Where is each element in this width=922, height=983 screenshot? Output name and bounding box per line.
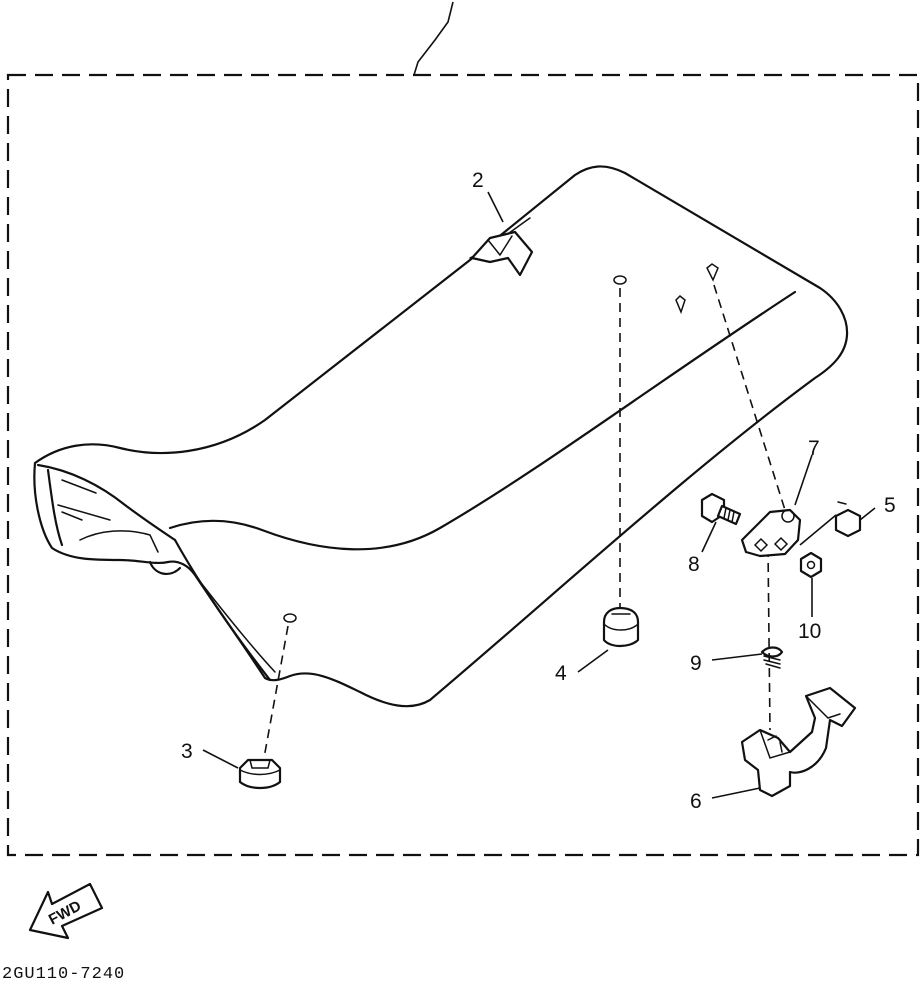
callout-6: 6 [690, 790, 702, 813]
leader-4 [577, 649, 609, 673]
seat-lock-6 [740, 686, 857, 798]
leader-6 [711, 787, 761, 799]
damper-4 [602, 606, 640, 648]
leader-5 [859, 507, 876, 521]
nut-5 [834, 501, 862, 538]
seat [33, 165, 849, 708]
callout-9: 9 [690, 652, 702, 675]
axis-5 [799, 514, 837, 546]
axis-7 [713, 284, 786, 511]
nut-10 [799, 551, 823, 579]
callout-5: 5 [884, 494, 896, 517]
leader-8 [701, 521, 717, 553]
callout-8: 8 [688, 553, 700, 576]
leader-3 [202, 749, 239, 769]
callout-10: 10 [798, 620, 821, 643]
leader-1 [413, 1, 454, 76]
bolt-8 [700, 492, 742, 526]
callout-7: 7 [808, 437, 820, 460]
leader-7 [794, 454, 813, 506]
leader-9 [711, 653, 763, 661]
fwd-arrow: FWD [28, 882, 104, 940]
callout-4: 4 [555, 662, 567, 685]
diagram-code: 2GU110-7240 [2, 965, 125, 983]
callout-2: 2 [472, 169, 484, 192]
spring-9 [760, 646, 784, 669]
damper-3 [238, 758, 282, 790]
callout-3: 3 [181, 740, 193, 763]
seat-hook [470, 230, 534, 277]
leader-2 [487, 191, 504, 223]
assembly-boundary [6, 73, 920, 857]
bracket-7 [740, 508, 802, 558]
axis-6 [767, 547, 771, 731]
axis-3 [263, 625, 289, 759]
